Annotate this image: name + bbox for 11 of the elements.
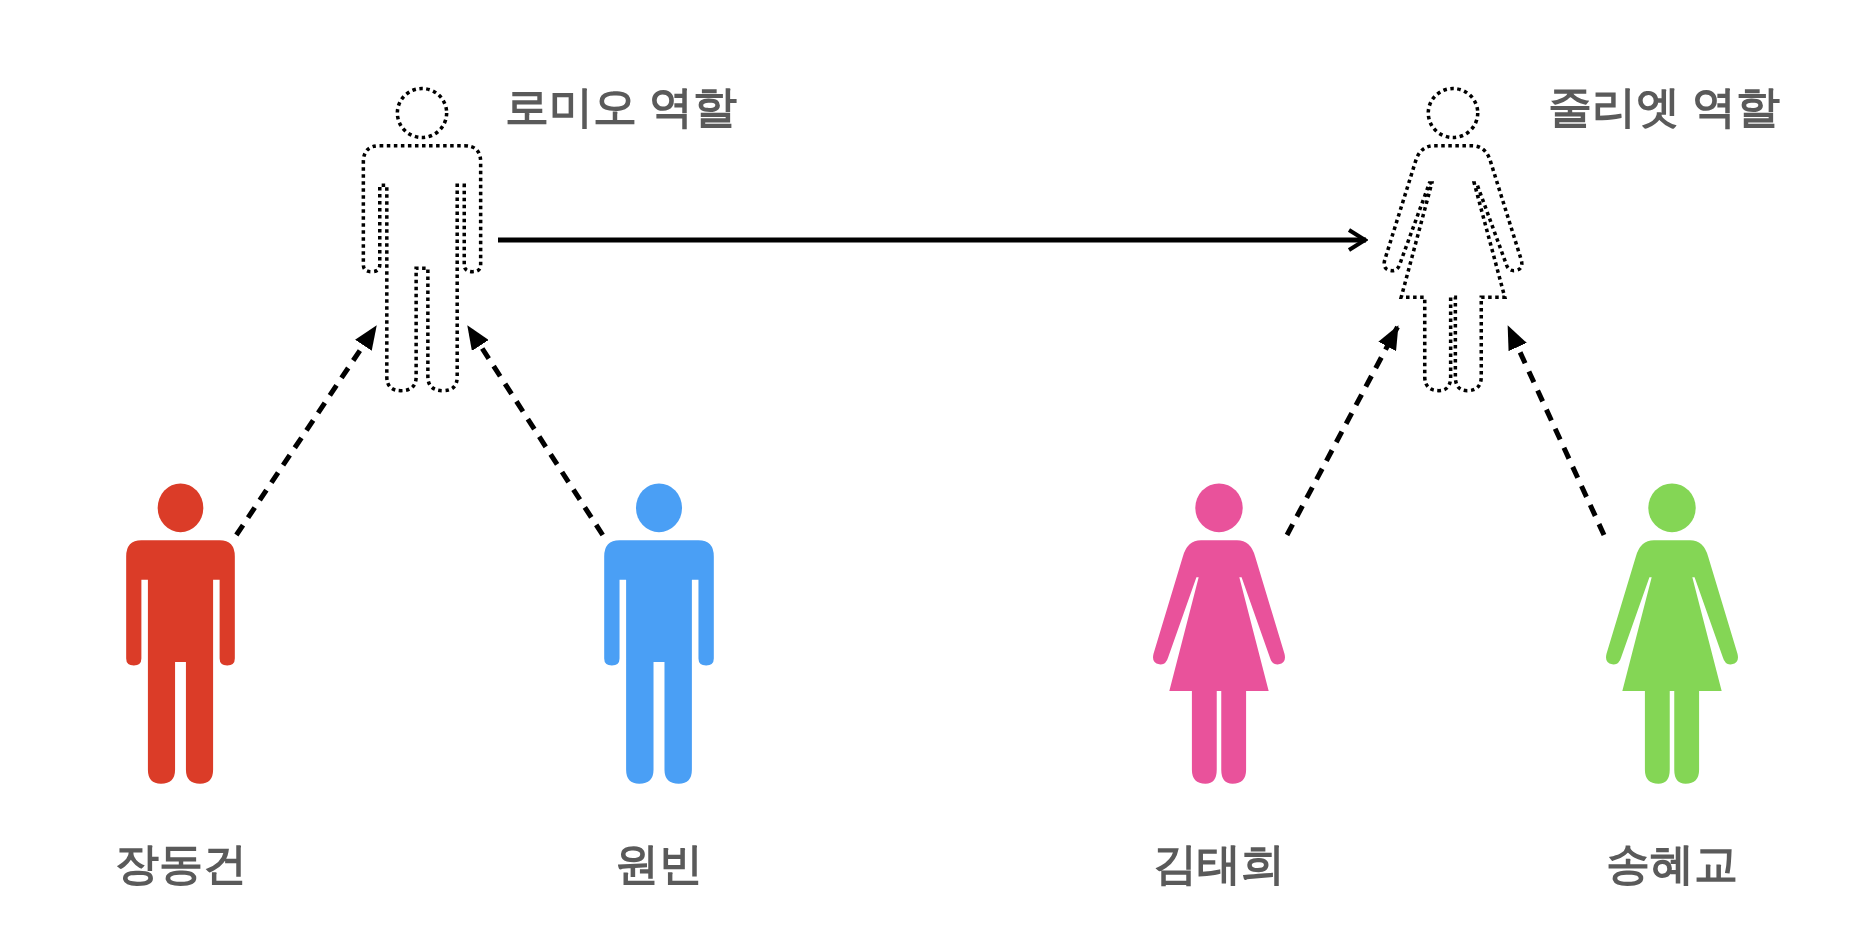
name-label: 장동건 xyxy=(113,842,248,886)
arrow xyxy=(466,325,605,537)
role-label: 로미오 역할 xyxy=(505,85,738,129)
arrow xyxy=(498,228,1367,252)
arrow xyxy=(234,325,378,537)
role-label: 줄리엣 역할 xyxy=(1548,85,1781,129)
arrow xyxy=(1284,325,1400,537)
name-label: 송혜교 xyxy=(1605,842,1739,886)
name-label: 원빈 xyxy=(614,842,704,886)
name-label: 김태희 xyxy=(1152,842,1286,886)
arrow xyxy=(1506,325,1607,537)
